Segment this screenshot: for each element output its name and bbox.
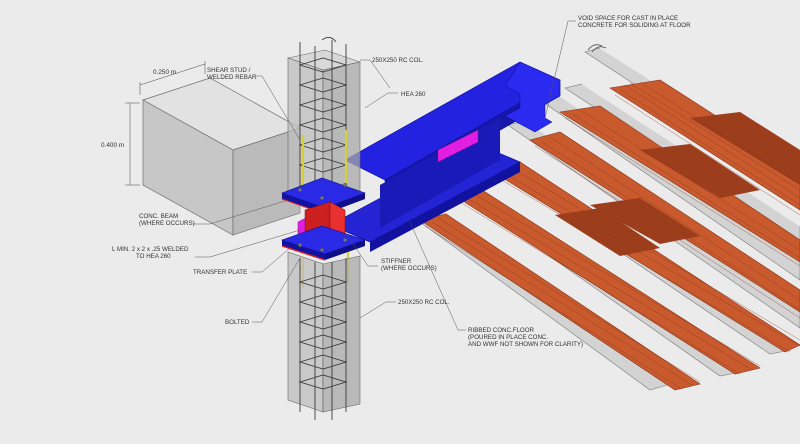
bolts (298, 183, 347, 252)
brick-rib-hatching (424, 81, 800, 389)
ribbed-floor-label-line-3: AND WWF NOT SHOWN FOR CLARITY) (468, 341, 583, 348)
brick-infill-row-1 (609, 79, 800, 211)
conc-beam-label-line-1: CONC. BEAM (139, 213, 178, 220)
hea-260-label: HEA 260 (401, 91, 426, 98)
ribbed-floor (389, 44, 800, 391)
brick-infill-row-2 (559, 105, 800, 263)
column-top-label: 250X250 RC COL. (372, 57, 424, 64)
beam-dimensions (125, 61, 206, 186)
stiffener-label-line-2: (WHERE OCCURS) (381, 265, 437, 272)
shear-stud-label-line-1: SHEAR STUD / (207, 67, 251, 74)
void-space-label-line-2: CONCRETE FOR SOLIDING AT FLOOR (578, 22, 691, 29)
beam-depth-dimension: 0.400 m (101, 142, 124, 149)
connection-assembly (281, 177, 366, 261)
shear-stud-label-line-2: WELDED REBAR (207, 74, 257, 81)
ribbed-floor-label-line-2: (POURED IN PLACE CONC. (468, 334, 548, 341)
rc-column-bottom (287, 251, 361, 413)
joist-rebar-hooks (587, 44, 607, 53)
angle-label-line-1: L MIN. 2 x 2 x .25 WELDED (112, 246, 189, 253)
bolted-label: BOLTED (225, 319, 250, 326)
conc-beam-label-line-2: (WHERE OCCURS) (139, 220, 195, 227)
leader-lines (193, 20, 576, 331)
stiffener-label-line-1: STIFFNER (381, 258, 412, 265)
column-bottom-label: 250X250 RC COL. (398, 299, 450, 306)
void-space-label-line-1: VOID SPACE FOR CAST IN PLACE (578, 15, 678, 22)
beam-width-dimension: 0.250 m (153, 69, 176, 76)
bottom-column-rebar-cage (298, 258, 348, 420)
ribbed-floor-label-line-1: RIBBED CONC.FLOOR (468, 327, 535, 334)
concrete-beam (142, 77, 301, 236)
hea-260-steel-beam (297, 61, 561, 252)
angle-label-line-2: TO HEA 260 (136, 253, 171, 260)
transfer-plate-label: TRANSFER PLATE (193, 269, 247, 276)
